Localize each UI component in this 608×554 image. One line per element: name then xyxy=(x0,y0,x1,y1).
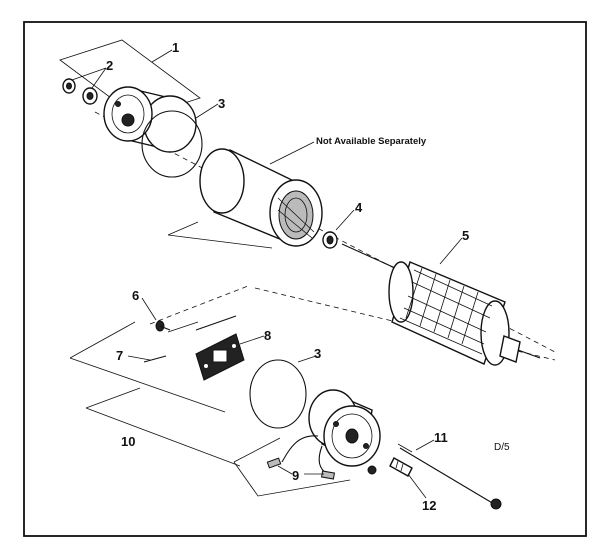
field-housing xyxy=(199,148,323,247)
callout-7: 7 xyxy=(116,348,123,363)
brush-plate-part-8 xyxy=(195,333,245,381)
callout-11: 11 xyxy=(434,430,448,445)
group-bracket-endcap xyxy=(233,437,351,497)
callout-3-lower: 3 xyxy=(314,346,321,361)
drawing-code: D/5 xyxy=(494,442,510,453)
group-bracket-10 xyxy=(69,321,241,467)
end-cap-part-1 xyxy=(103,86,197,153)
callout-12: 12 xyxy=(422,498,436,513)
not-available-note: Not Available Separately xyxy=(316,136,427,147)
callout-10: 10 xyxy=(121,434,135,449)
insulator-part-12 xyxy=(389,457,413,477)
group-bracket-lower-top xyxy=(149,285,249,325)
callout-5: 5 xyxy=(462,228,469,243)
drive-end-cap xyxy=(308,389,381,475)
nut-part-2 xyxy=(62,78,98,105)
washer-part-4 xyxy=(322,231,338,249)
callout-9: 9 xyxy=(292,468,299,483)
callout-8: 8 xyxy=(264,328,271,343)
callout-6: 6 xyxy=(132,288,139,303)
screw-part-6 xyxy=(155,320,171,332)
diagram-frame xyxy=(23,21,587,537)
callout-2: 2 xyxy=(106,58,113,73)
armature-part-5 xyxy=(341,243,541,366)
o-ring-part-3-upper xyxy=(141,110,203,178)
through-bolt-part-11 xyxy=(397,443,502,510)
leader-lines xyxy=(71,49,463,499)
callout-3-upper: 3 xyxy=(218,96,225,111)
o-ring-part-3-lower xyxy=(249,359,307,429)
spring-part-7 xyxy=(143,315,237,363)
callout-4: 4 xyxy=(355,200,363,215)
callout-1: 1 xyxy=(172,40,179,55)
group-bracket-housing xyxy=(167,221,273,249)
